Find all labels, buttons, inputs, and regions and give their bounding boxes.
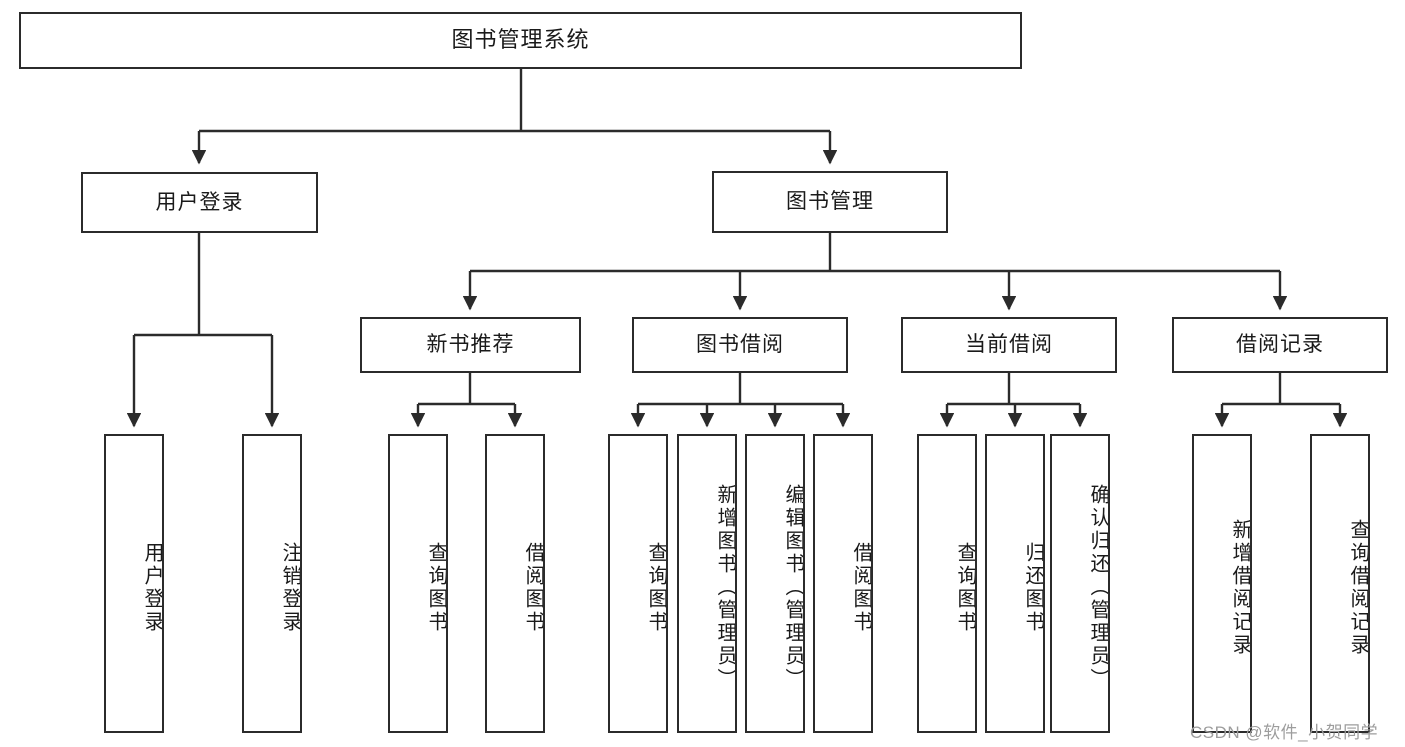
leaf-add-borrow-record[interactable]: 新增借阅记录 (1192, 434, 1252, 733)
leaf-add-book-admin[interactable]: 新增图书（管理员） (677, 434, 737, 733)
leaf-return-book[interactable]: 归还图书 (985, 434, 1045, 733)
csdn-watermark-label: CSDN @软件_小贺同学 (1190, 723, 1379, 742)
leaf-query-book-current[interactable]: 查询图书 (917, 434, 977, 733)
node-user-login[interactable]: 用户登录 (81, 172, 318, 233)
node-root-label: 图书管理系统 (451, 27, 590, 53)
leaf-lend-book[interactable]: 借阅图书 (813, 434, 873, 733)
leaf-borrow-book-newbook-label: 借阅图书 (522, 541, 544, 634)
leaf-borrow-book-newbook[interactable]: 借阅图书 (485, 434, 545, 733)
node-borrow-record-label: 借阅记录 (1236, 333, 1324, 357)
csdn-watermark: CSDN @软件_小贺同学 (1190, 718, 1378, 743)
leaf-lend-book-label: 借阅图书 (850, 541, 872, 634)
leaf-query-book-newbook[interactable]: 查询图书 (388, 434, 448, 733)
leaf-query-book-borrow[interactable]: 查询图书 (608, 434, 668, 733)
leaf-query-book-borrow-label: 查询图书 (645, 541, 667, 634)
node-root[interactable]: 图书管理系统 (19, 12, 1022, 69)
leaf-user-login-label: 用户登录 (141, 541, 163, 634)
node-new-book-recommend[interactable]: 新书推荐 (360, 317, 581, 373)
leaf-query-borrow-record[interactable]: 查询借阅记录 (1310, 434, 1370, 733)
leaf-confirm-return-admin[interactable]: 确认归还（管理员） (1050, 434, 1110, 733)
leaf-edit-book-admin[interactable]: 编辑图书（管理员） (745, 434, 805, 733)
leaf-query-book-newbook-label: 查询图书 (425, 541, 447, 634)
leaf-query-borrow-record-label: 查询借阅记录 (1347, 518, 1369, 657)
leaf-confirm-return-admin-label: 确认归还（管理员） (1087, 484, 1109, 691)
leaf-return-book-label: 归还图书 (1022, 541, 1044, 634)
leaf-edit-book-admin-label: 编辑图书（管理员） (782, 484, 804, 691)
node-book-borrow[interactable]: 图书借阅 (632, 317, 848, 373)
node-book-management-label: 图书管理 (786, 190, 874, 214)
node-book-borrow-label: 图书借阅 (696, 333, 784, 357)
leaf-query-book-current-label: 查询图书 (954, 541, 976, 634)
node-book-management[interactable]: 图书管理 (712, 171, 948, 233)
leaf-add-book-admin-label: 新增图书（管理员） (714, 484, 736, 691)
leaf-add-borrow-record-label: 新增借阅记录 (1229, 518, 1251, 657)
leaf-user-login[interactable]: 用户登录 (104, 434, 164, 733)
node-current-borrow[interactable]: 当前借阅 (901, 317, 1117, 373)
node-current-borrow-label: 当前借阅 (965, 333, 1053, 357)
node-user-login-label: 用户登录 (155, 190, 244, 214)
leaf-logout-label: 注销登录 (279, 541, 301, 634)
node-borrow-record[interactable]: 借阅记录 (1172, 317, 1388, 373)
node-new-book-recommend-label: 新书推荐 (426, 333, 515, 357)
leaf-logout[interactable]: 注销登录 (242, 434, 302, 733)
